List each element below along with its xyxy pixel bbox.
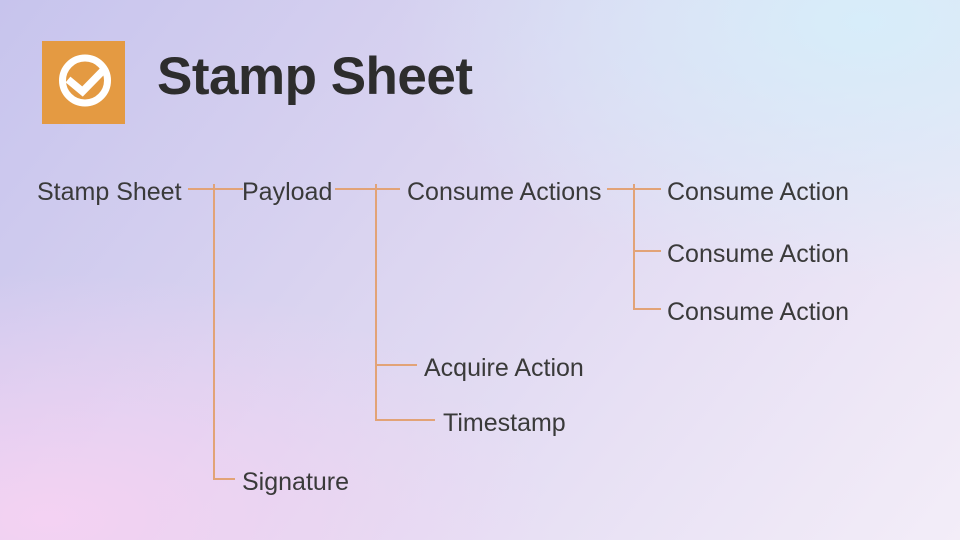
tree-node-signature: Signature — [242, 468, 350, 496]
check-circle-icon — [42, 41, 125, 124]
tree-node-stamp-sheet: Stamp Sheet — [37, 178, 182, 206]
connector-timestamp — [375, 419, 435, 421]
connector-vertical-payload-children — [375, 184, 377, 421]
tree-node-consume-action-2: Consume Action — [667, 240, 850, 268]
tree-node-consume-actions: Consume Actions — [407, 178, 602, 206]
connector-vertical-signature — [213, 184, 215, 480]
tree-node-consume-action-3: Consume Action — [667, 298, 850, 326]
connector-vertical-consume-actions — [633, 184, 635, 310]
connector-consumeaction3 — [633, 308, 661, 310]
tree-node-payload: Payload — [242, 178, 333, 206]
connector-stampsheet-payload — [188, 188, 243, 190]
tree-node-timestamp: Timestamp — [443, 409, 566, 437]
connector-acquireaction — [375, 364, 417, 366]
tree-node-consume-action-1: Consume Action — [667, 178, 850, 206]
tree-node-acquire-action: Acquire Action — [424, 354, 584, 382]
slide-title: Stamp Sheet — [157, 47, 473, 106]
connector-signature — [213, 478, 235, 480]
connector-consumeaction2 — [633, 250, 661, 252]
connector-payload-consumeactions — [335, 188, 400, 190]
